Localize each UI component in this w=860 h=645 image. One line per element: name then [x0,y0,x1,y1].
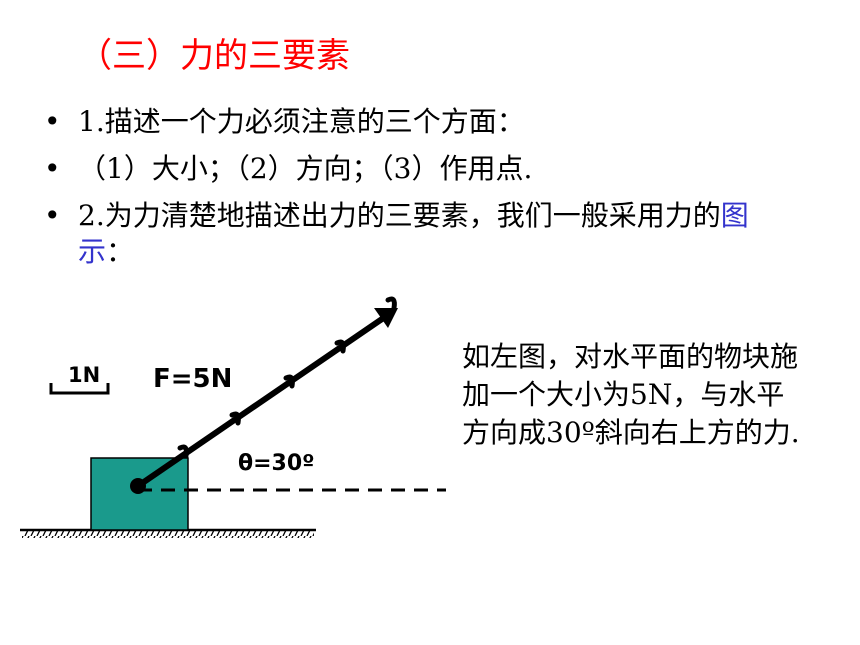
bullet-dot: • [44,152,61,185]
arrow-tick-5 [385,296,397,311]
highlight-term: 图示 [78,199,749,268]
bullet-text-1: 1.描述一个力必须注意的三个方面： [78,105,525,138]
ground-surface [20,528,316,538]
bullet-item-2: • （1）大小；（2）方向；（3）作用点. [44,151,804,187]
bullet-text-3b: ： [106,235,135,268]
arrow-tick-2 [229,411,241,426]
diagram-description: 如左图，对水平面的物块施加一个大小为5N，与水平方向成30º斜向右上方的力. [462,340,800,449]
angle-label: θ=30º [238,451,315,476]
force-label: F=5N [153,364,232,394]
application-point [130,478,146,494]
bullet-dot: • [44,199,61,232]
arrow-tick-4 [334,339,346,354]
bullet-dot: • [44,105,61,138]
bullet-text-2: （1）大小；（2）方向；（3）作用点. [78,152,533,185]
bullet-text-3a: 2.为力清楚地描述出力的三要素，我们一般采用力的 [78,199,721,232]
scale-label: 1N [68,363,100,387]
arrow-tick-3 [283,374,295,389]
block [90,457,189,531]
scale-bracket [49,383,110,395]
slide-title: （三）力的三要素 [78,36,350,76]
arrow-tick-1 [177,444,189,459]
bullet-item-1: • 1.描述一个力必须注意的三个方面： [44,104,804,140]
bullet-list: • 1.描述一个力必须注意的三个方面： • （1）大小；（2）方向；（3）作用点… [44,104,804,281]
bullet-item-3: • 2.为力清楚地描述出力的三要素，我们一般采用力的图示： [44,198,804,270]
arrow-head [374,308,398,328]
